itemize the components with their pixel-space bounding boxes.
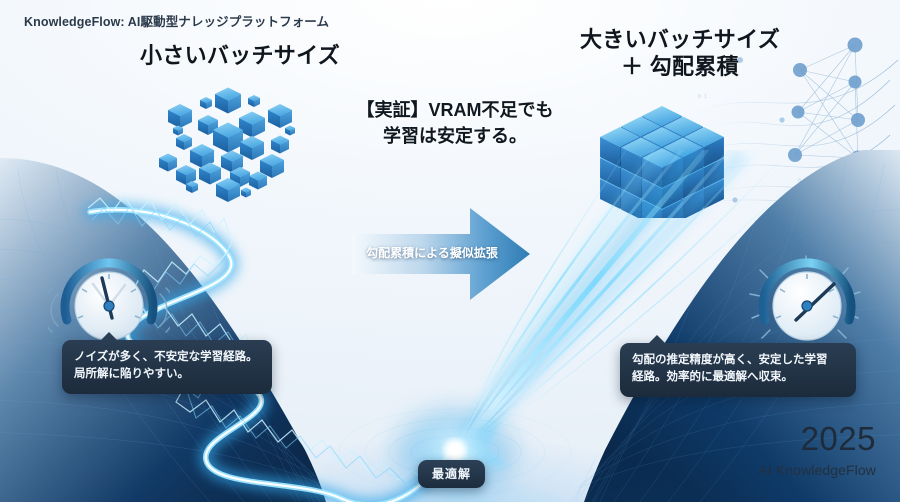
year-label: 2025 (800, 420, 876, 457)
optimum-badge: 最適解 (418, 460, 486, 488)
scattered-small-cubes-icon (159, 87, 295, 202)
right-section-title-line2: ＋ 勾配累積 (621, 53, 739, 79)
right-section-title: 大きいバッチサイズ ＋ 勾配累積 (540, 27, 820, 81)
brand-label: AI KnowledgeFlow (758, 462, 876, 478)
gauge-unstable-icon (48, 258, 170, 341)
smooth-descent-beams-icon (452, 150, 813, 468)
gauge-stable-icon (749, 255, 861, 341)
left-section-title: 小さいバッチサイズ (139, 43, 341, 68)
callout-left: ノイズが多く、不安定な学習経路。 局所解に陥りやすい。 (62, 332, 272, 394)
gradient-accumulation-arrow: 勾配累積による擬似拡張 (352, 200, 532, 308)
right-section-title-line1: 大きいバッチサイズ (579, 27, 781, 52)
callout-right: 勾配の推定精度が高く、安定した学習 経路。効率的に最適解へ収束。 (620, 335, 856, 397)
claim-line-1: 【実証】VRAM不足でも (356, 100, 554, 120)
central-claim: 【実証】VRAM不足でも 学習は安定する。 (330, 98, 580, 149)
claim-line-2: 学習は安定する。 (383, 125, 527, 146)
page-title: KnowledgeFlow: AI駆動型ナレッジプラットフォーム (24, 15, 330, 29)
svg-text:0 1: 0 1 (698, 94, 707, 100)
